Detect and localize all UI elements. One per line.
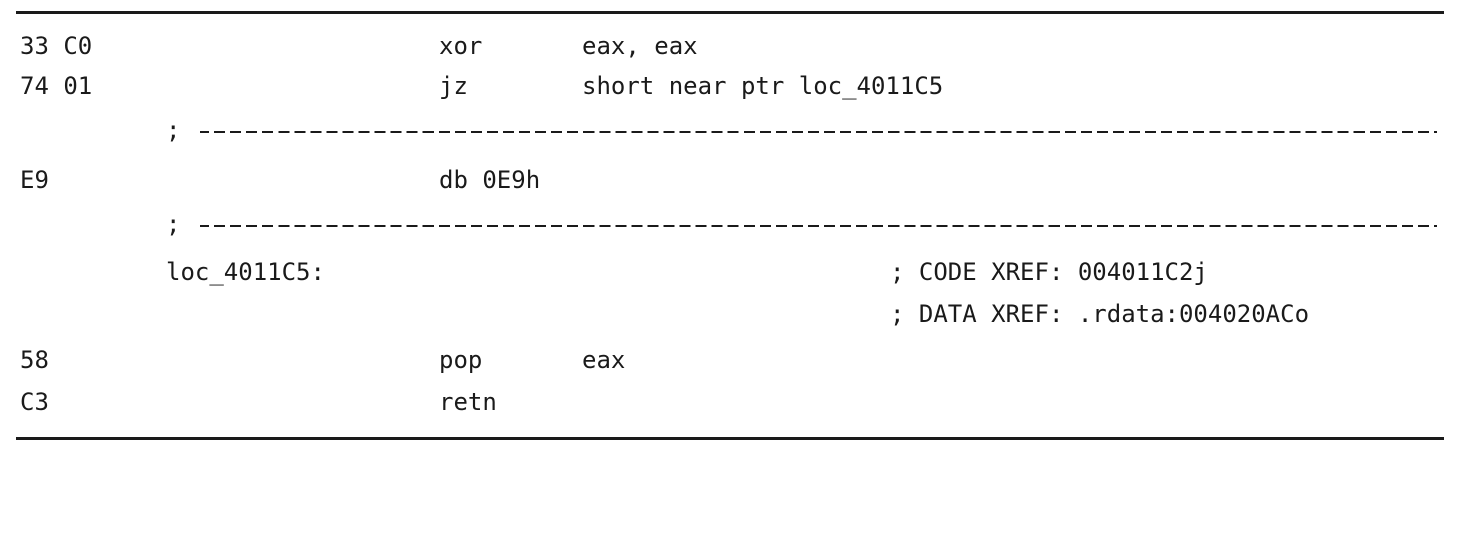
xref-comment: ; DATA XREF: .rdata:004020ACo (890, 300, 1310, 328)
opcode-bytes: C3 (20, 388, 49, 416)
mnemonic: db 0E9h (439, 166, 541, 194)
listing-line-pop: 58 pop eax (20, 340, 1444, 380)
mnemonic: pop (439, 346, 483, 374)
xref-comment: ; CODE XREF: 004011C2j (890, 258, 1208, 286)
operands: eax, eax (582, 32, 698, 60)
listing-line-retn: C3 retn (20, 382, 1444, 422)
bottom-rule (16, 437, 1444, 440)
mnemonic: xor (439, 32, 483, 60)
listing-separator: ; (20, 204, 1444, 244)
operands: short near ptr loc_4011C5 (582, 72, 944, 100)
listing-line-comment: ; DATA XREF: .rdata:004020ACo (20, 294, 1444, 334)
listing-line-label: loc_4011C5: ; CODE XREF: 004011C2j (20, 252, 1444, 292)
listing-line-xor: 33 C0 xor eax, eax (20, 26, 1444, 66)
listing-line-db: E9 db 0E9h (20, 160, 1444, 200)
separator-dashes (200, 131, 1437, 133)
mnemonic: jz (439, 72, 468, 100)
opcode-bytes: E9 (20, 166, 49, 194)
separator-semicolon: ; (166, 210, 181, 238)
opcode-bytes: 58 (20, 346, 49, 374)
code-label: loc_4011C5: (166, 258, 325, 286)
opcode-bytes: 74 01 (20, 72, 93, 100)
listing-separator: ; (20, 110, 1444, 150)
operands: eax (582, 346, 626, 374)
top-rule (16, 11, 1444, 14)
disassembly-listing: 33 C0 xor eax, eax 74 01 jz short near p… (20, 26, 1444, 430)
mnemonic: retn (439, 388, 497, 416)
listing-line-jz: 74 01 jz short near ptr loc_4011C5 (20, 66, 1444, 106)
separator-semicolon: ; (166, 116, 181, 144)
opcode-bytes: 33 C0 (20, 32, 93, 60)
separator-dashes (200, 225, 1437, 227)
